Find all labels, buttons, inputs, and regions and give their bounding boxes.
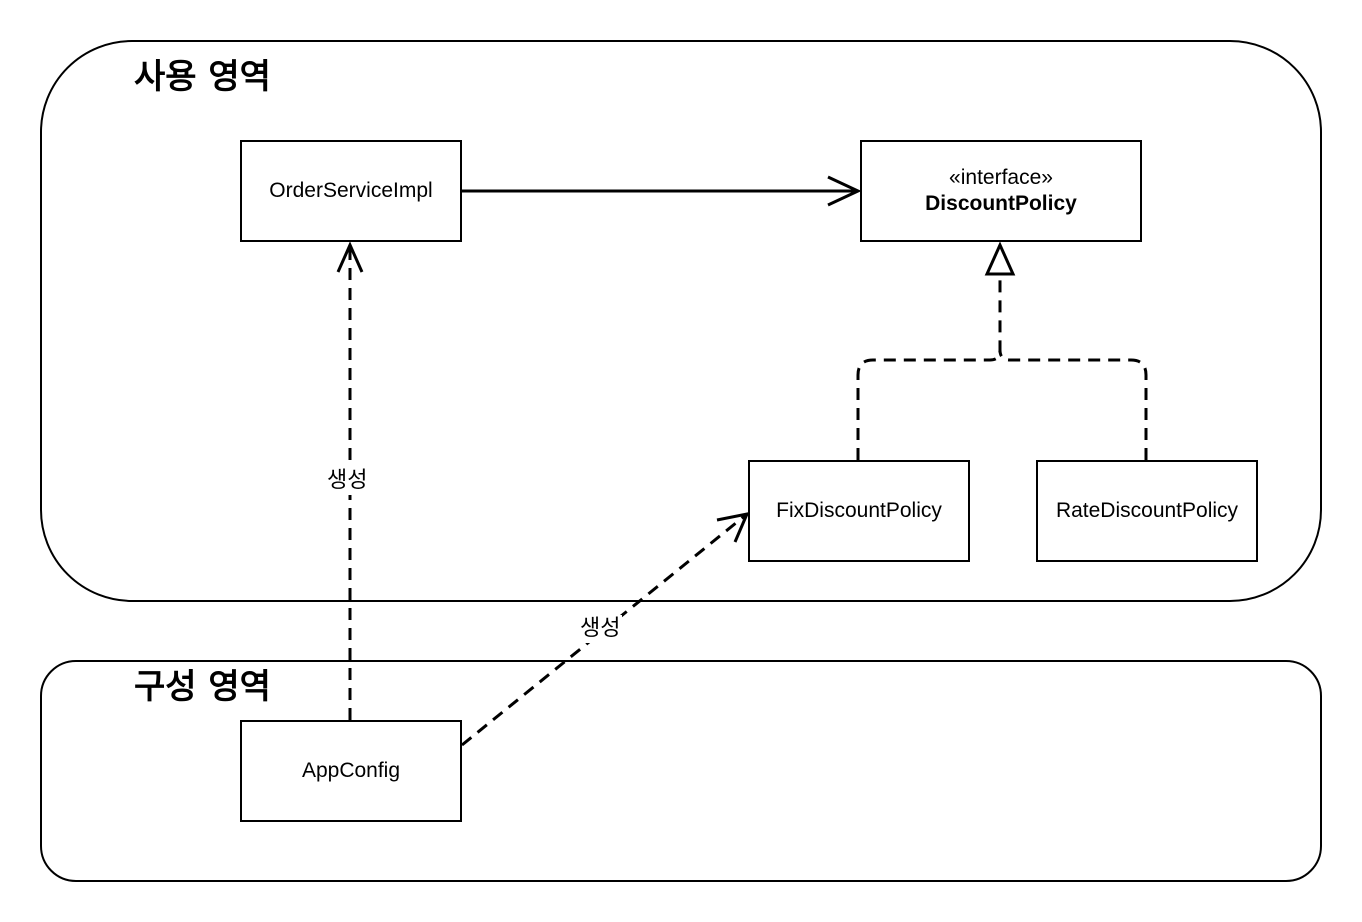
config-region-title: 구성 영역 [134,667,271,707]
order-service-impl-box: OrderServiceImpl [240,140,462,242]
create-order-service-label: 생성 [325,467,370,495]
create-fix-policy-label: 생성 [578,615,623,643]
realization-rate-line [998,349,1148,460]
fix-discount-policy-label: FixDiscountPolicy [776,499,942,522]
usage-region-title: 사용 영역 [134,57,271,97]
fix-discount-policy-box: FixDiscountPolicy [748,460,970,562]
realization-fix-line [856,275,1002,460]
realization-triangle-icon [984,241,1016,276]
order-service-impl-label: OrderServiceImpl [269,179,433,202]
association-arrowhead [827,175,862,207]
rate-discount-policy-box: RateDiscountPolicy [1036,460,1258,562]
app-config-label: AppConfig [301,759,401,782]
discount-policy-stereotype: «interface» [949,166,1053,189]
discount-policy-label: DiscountPolicy [925,192,1077,215]
create-order-service-arrowhead [336,241,364,273]
create-fix-policy-arrowhead [716,511,750,543]
app-config-box: AppConfig [240,720,462,822]
rate-discount-policy-label: RateDiscountPolicy [1055,499,1239,522]
discount-policy-box: «interface» DiscountPolicy [860,140,1142,242]
